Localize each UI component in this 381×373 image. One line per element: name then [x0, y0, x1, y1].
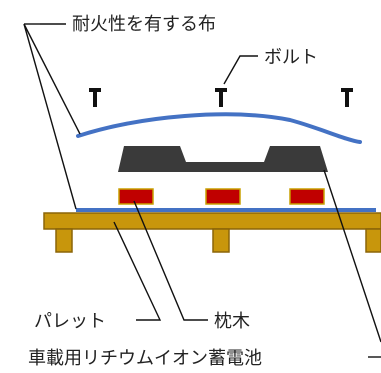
pallet-deck [43, 212, 381, 230]
fire-resistant-fabric-top [76, 112, 362, 144]
sleeper-block [205, 188, 241, 205]
leader-lines [23, 23, 381, 358]
battery-pack [118, 146, 328, 172]
battery-label: 車載用リチウムイオン蓄電池 [28, 348, 262, 369]
sleeper-block [118, 188, 154, 205]
pallet-leg [55, 228, 73, 253]
pallet-leg [212, 228, 230, 253]
bolt-icon [89, 88, 101, 107]
pallet-label: パレット [34, 311, 106, 332]
bolt-icon [341, 88, 353, 107]
pallet-leg [365, 228, 381, 253]
sleeper-label: 枕木 [214, 311, 250, 332]
bolt-icon [215, 88, 227, 107]
bolt-label: ボルト [264, 47, 318, 68]
sleeper-block [289, 188, 325, 205]
fire-resistant-fabric-label: 耐火性を有する布 [72, 14, 216, 35]
